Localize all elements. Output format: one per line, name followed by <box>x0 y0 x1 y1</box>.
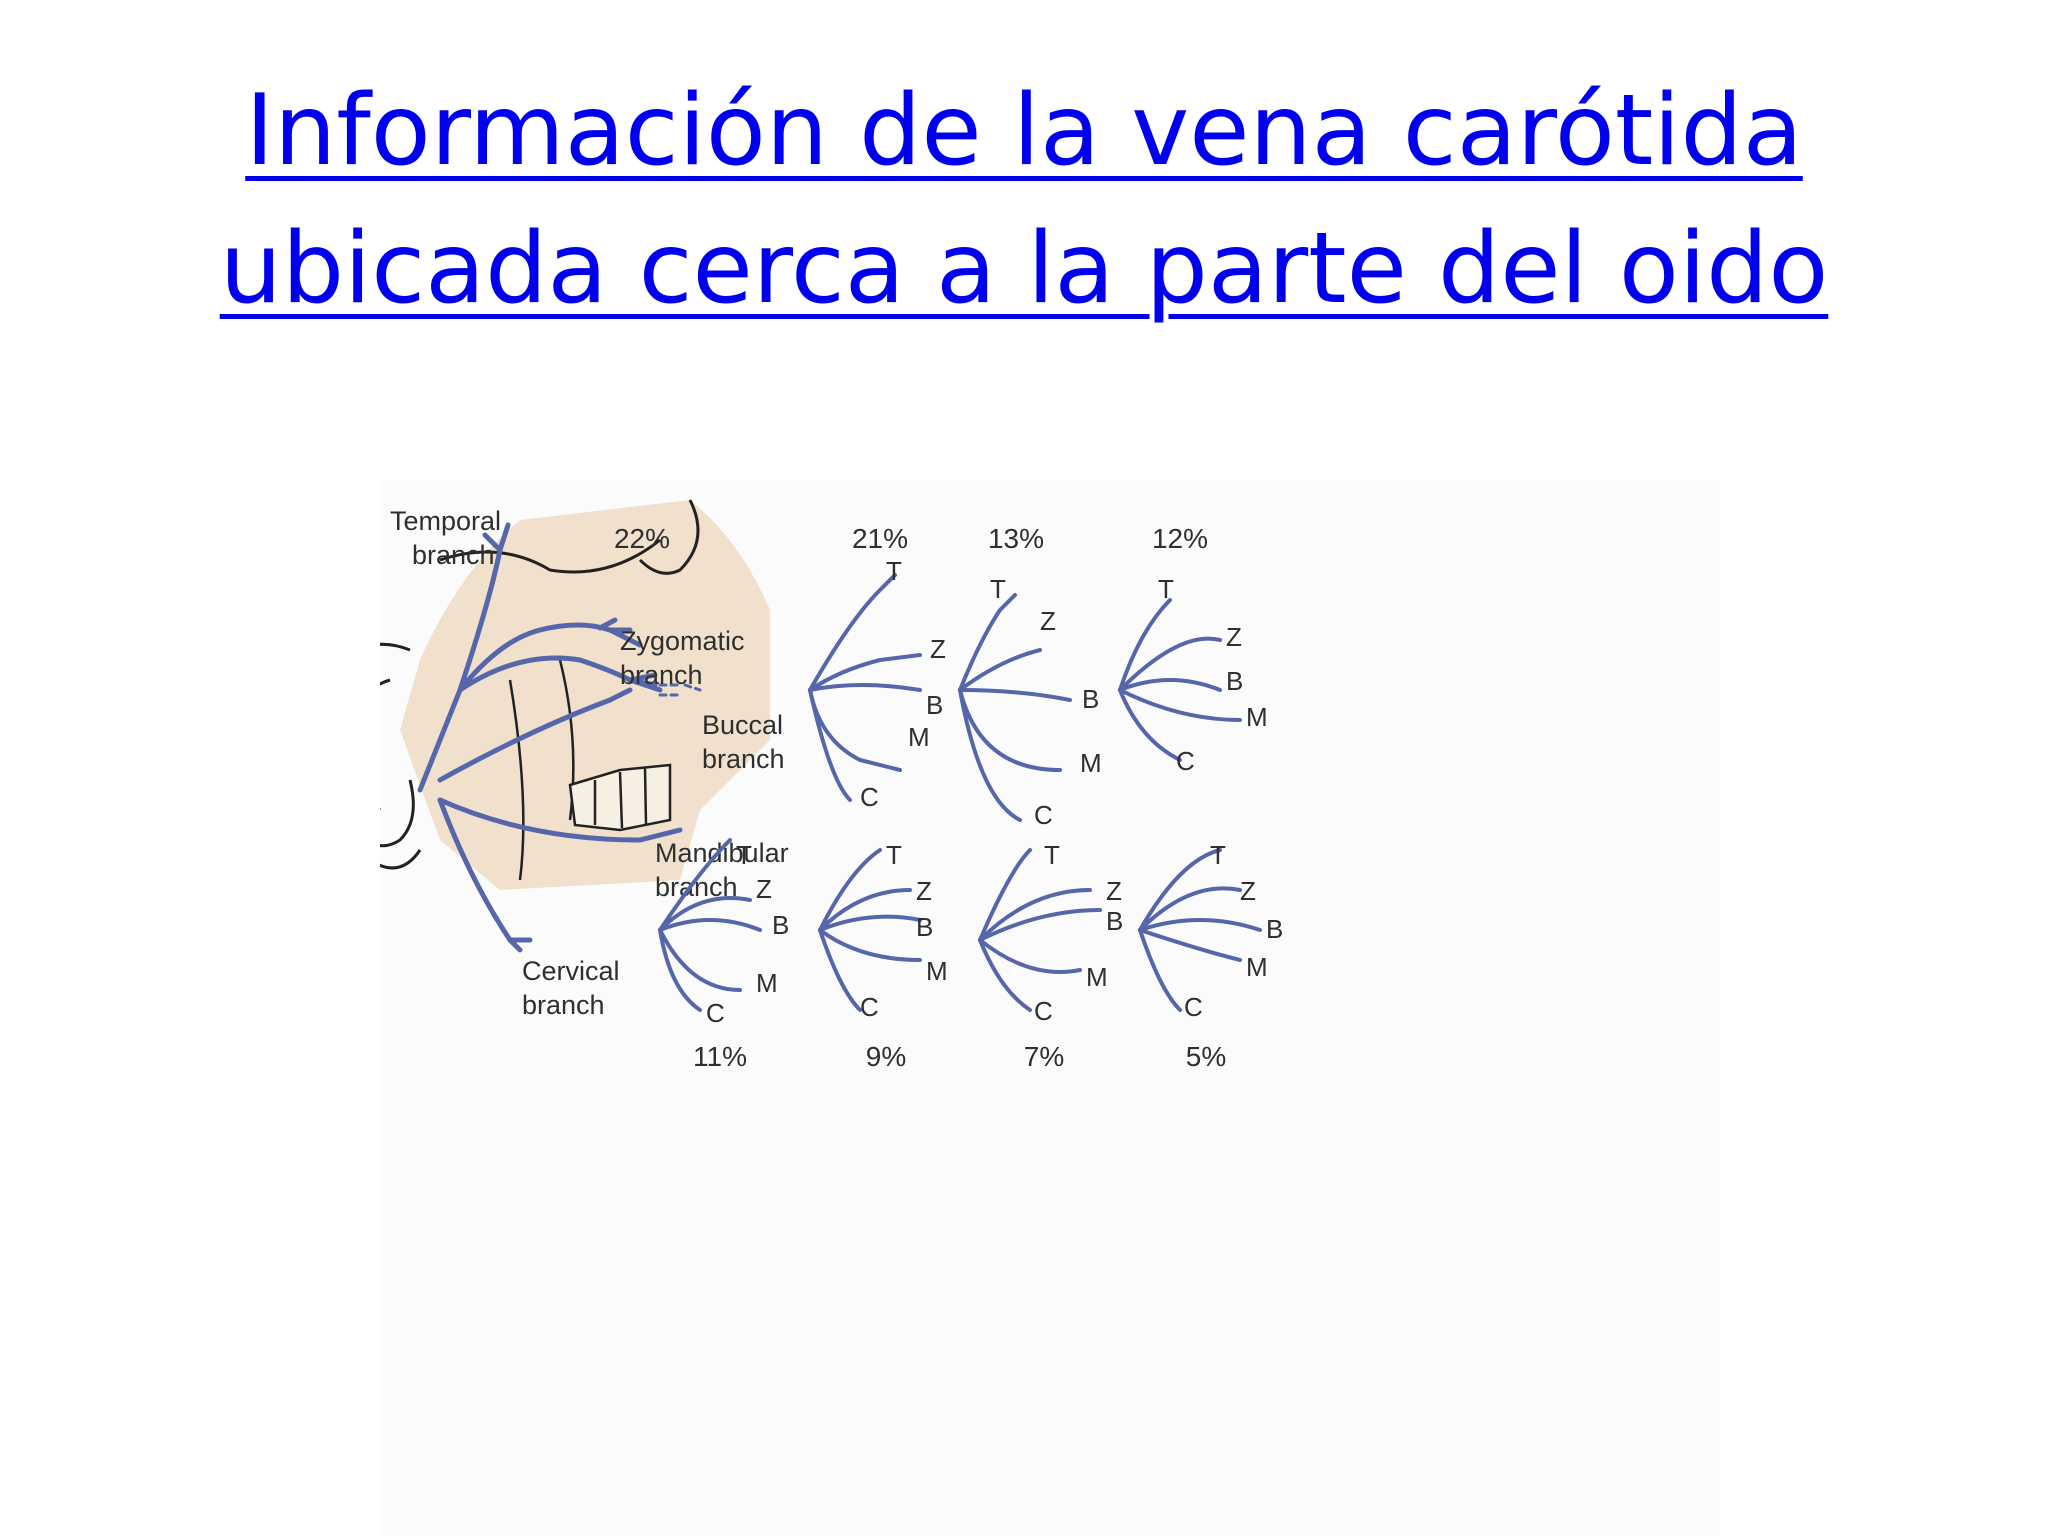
zygomatic-label-1: Zygomatic <box>620 626 745 656</box>
label-C: C <box>1034 996 1053 1026</box>
pattern-2-percent: 21% <box>852 523 908 554</box>
face-illustration <box>380 499 770 890</box>
branch-pattern-13-labels: T Z B M C <box>990 574 1102 830</box>
title-line-2: ubicada cerca a la parte del oido <box>219 212 1829 326</box>
cervical-label-1: Cervical <box>522 956 620 986</box>
pattern-1-percent: 22% <box>614 523 670 554</box>
label-T: T <box>886 840 902 870</box>
nerve-trunk <box>417 687 463 793</box>
label-T: T <box>990 574 1006 604</box>
label-C: C <box>1184 992 1203 1022</box>
pattern-7-percent: 7% <box>1024 1041 1064 1072</box>
pattern-8-percent: 5% <box>1186 1041 1226 1072</box>
label-T: T <box>886 556 902 586</box>
label-Z: Z <box>756 874 772 904</box>
branch-pattern-11 <box>658 838 762 1012</box>
label-M: M <box>1246 952 1268 982</box>
pattern-5-percent: 11% <box>693 1041 747 1072</box>
label-M: M <box>908 722 930 752</box>
label-M: M <box>1246 702 1268 732</box>
temporal-label-1: Temporal <box>390 506 501 536</box>
mandibular-nerve <box>437 797 683 843</box>
label-C: C <box>860 992 879 1022</box>
ear-outline <box>380 642 415 848</box>
buccal-nerve <box>457 655 663 693</box>
teeth-outline <box>568 763 672 832</box>
buccal-nerve-lower <box>437 687 633 783</box>
zygomatic-label-2: branch <box>620 660 703 690</box>
temporal-nerve <box>457 522 511 693</box>
cervical-label-2: branch <box>522 990 605 1020</box>
branch-pattern-9-labels: T Z B M C <box>860 840 948 1022</box>
branch-pattern-7-labels: T Z B M C <box>1034 840 1123 1026</box>
label-M: M <box>926 956 948 986</box>
branch-pattern-5-labels: T Z B M C <box>1184 840 1283 1022</box>
branch-pattern-9 <box>818 848 922 1012</box>
facial-nerve-branching-figure: Temporal branch Zygomatic branch Buccal … <box>380 480 1720 1536</box>
label-B: B <box>1226 666 1243 696</box>
label-C: C <box>1176 746 1195 776</box>
branch-pattern-21-labels: T Z B M C <box>860 556 946 812</box>
temporal-label-2: branch <box>412 540 495 570</box>
page-title[interactable]: Información de la vena carótida ubicada … <box>0 62 2048 338</box>
label-C: C <box>1034 800 1053 830</box>
pattern-3-percent: 13% <box>988 523 1044 554</box>
branch-pattern-13 <box>958 593 1072 822</box>
label-T: T <box>1210 840 1226 870</box>
label-T: T <box>1158 574 1174 604</box>
pattern-4-percent: 12% <box>1152 523 1208 554</box>
label-M: M <box>756 968 778 998</box>
branch-pattern-12-labels: T Z B M C <box>1158 574 1268 776</box>
label-M: M <box>1080 748 1102 778</box>
label-B: B <box>1106 906 1123 936</box>
label-C: C <box>860 782 879 812</box>
label-B: B <box>1082 684 1099 714</box>
label-Z: Z <box>1040 606 1056 636</box>
buccal-label-2: branch <box>702 744 785 774</box>
buccal-dashes <box>658 683 702 697</box>
label-B: B <box>772 910 789 940</box>
label-T: T <box>1044 840 1060 870</box>
label-Z: Z <box>1226 622 1242 652</box>
skin-area <box>400 500 770 890</box>
branch-pattern-5 <box>1138 848 1262 1012</box>
mandibular-label-1: Mandibular <box>655 838 789 868</box>
label-Z: Z <box>1106 876 1122 906</box>
label-B: B <box>926 690 943 720</box>
label-B: B <box>916 912 933 942</box>
branch-pattern-11-labels: T Z B M C <box>706 840 789 1028</box>
label-T: T <box>736 840 752 870</box>
ear-lobe <box>380 849 422 870</box>
title-link[interactable]: Información de la vena carótida ubicada … <box>0 62 2048 338</box>
branch-pattern-7 <box>978 848 1102 1012</box>
buccal-label-1: Buccal <box>702 710 783 740</box>
label-Z: Z <box>1240 876 1256 906</box>
branch-pattern-12 <box>1118 598 1242 762</box>
label-C: C <box>706 998 725 1028</box>
title-line-1: Información de la vena carótida <box>245 74 1803 188</box>
zygomatic-nerve <box>457 617 643 693</box>
label-Z: Z <box>930 634 946 664</box>
facial-nerve <box>417 522 702 953</box>
label-M: M <box>1086 962 1108 992</box>
cervical-nerve <box>437 797 533 953</box>
branch-pattern-21 <box>808 573 922 802</box>
face-contour <box>439 499 700 575</box>
pattern-6-percent: 9% <box>866 1041 906 1072</box>
label-Z: Z <box>916 876 932 906</box>
label-B: B <box>1266 914 1283 944</box>
